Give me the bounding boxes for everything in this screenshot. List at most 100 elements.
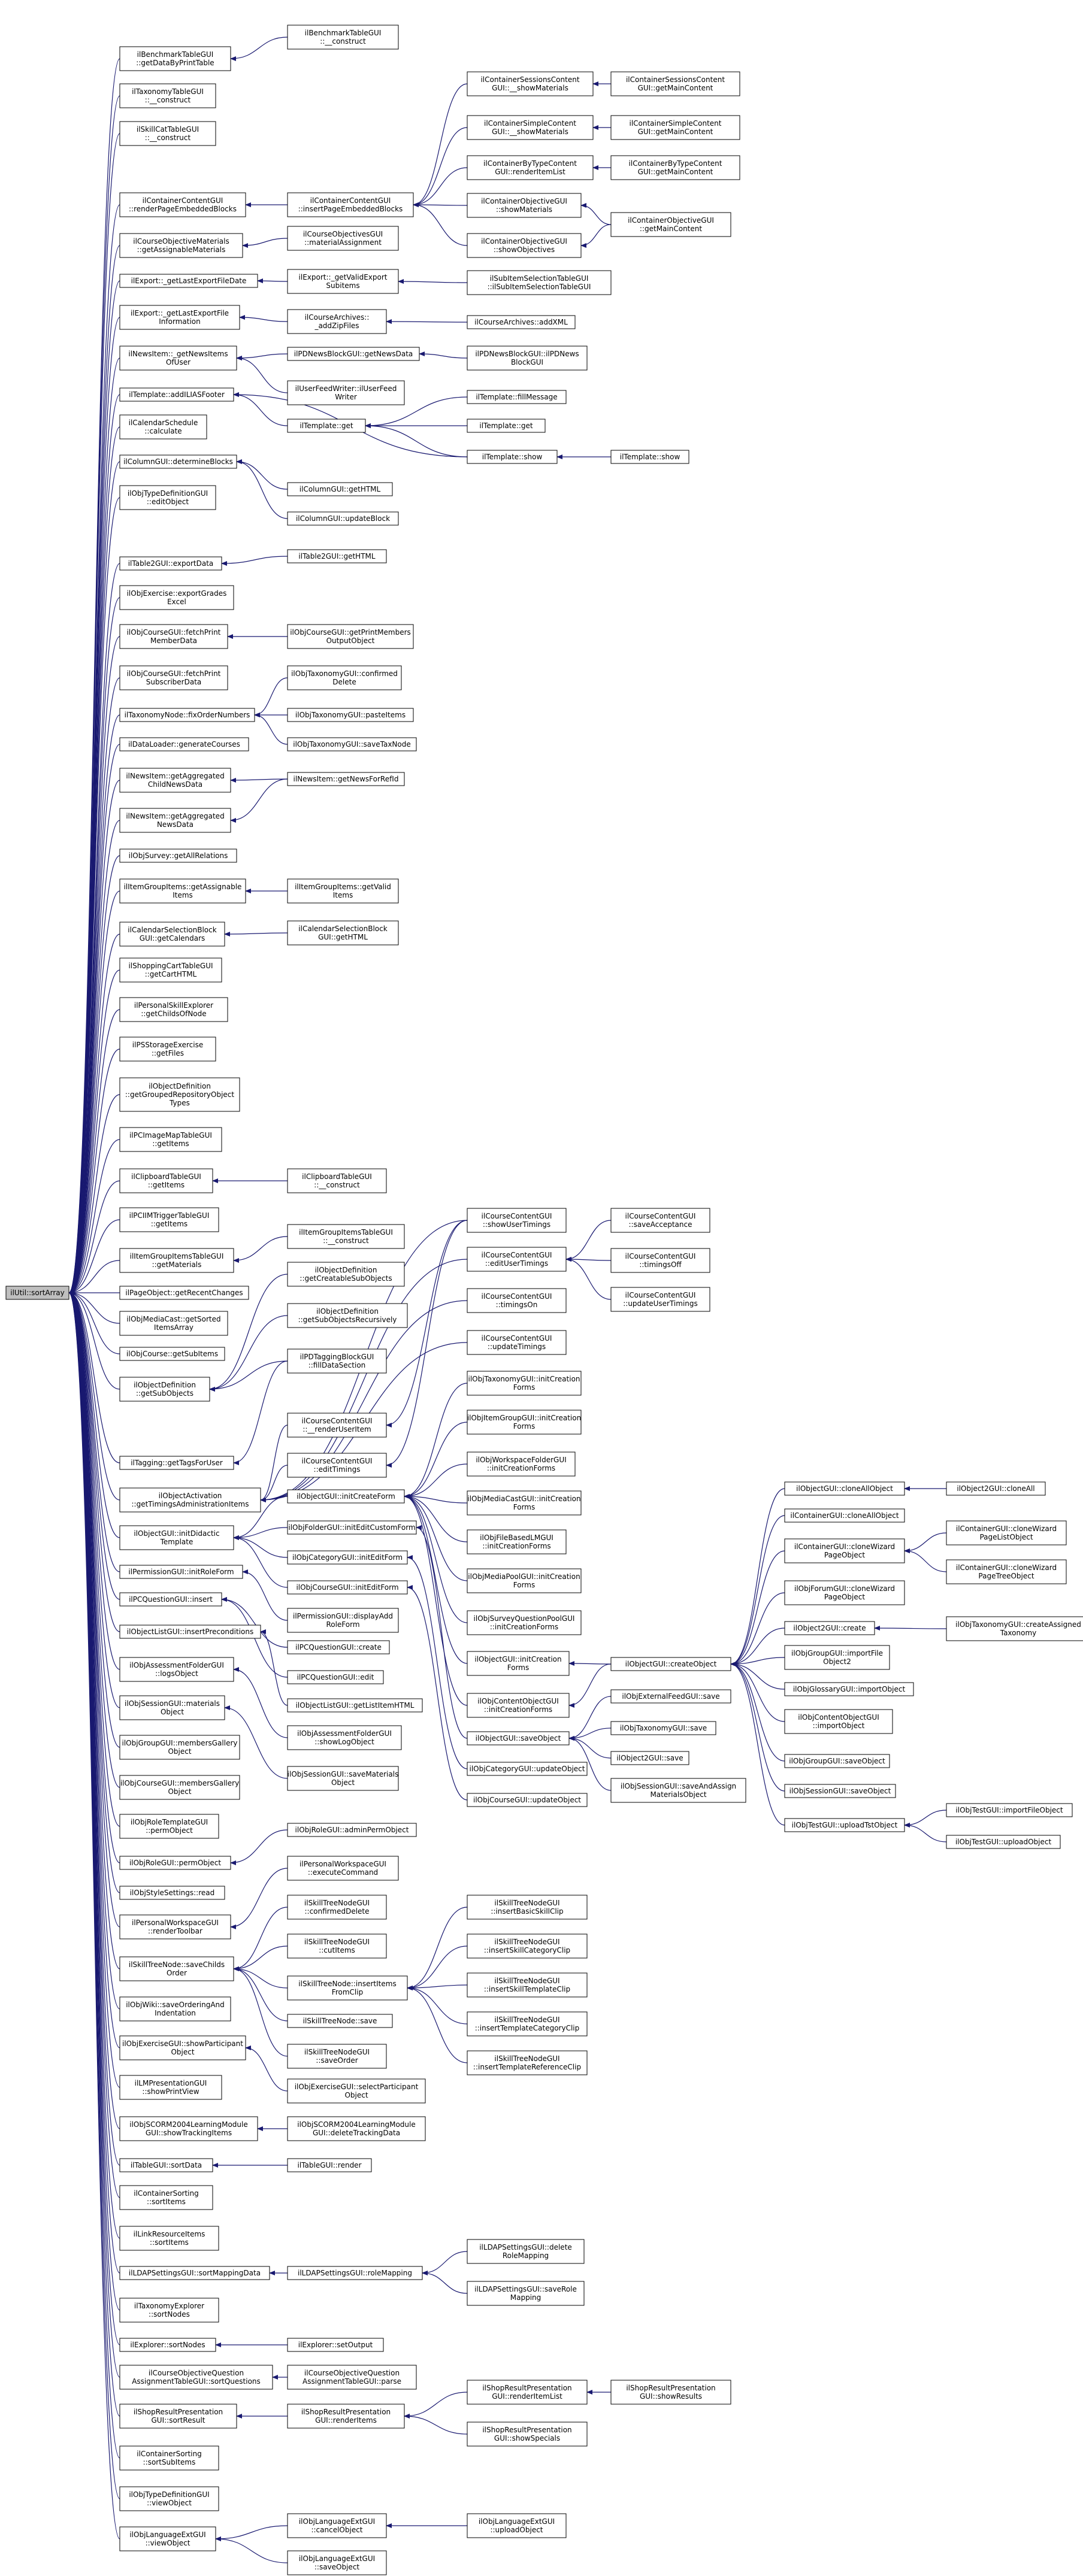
node-iluserfeedwriter-iluserfeedwriter[interactable]: ilUserFeedWriter::ilUserFeedWriter [287,380,405,405]
node-iltemplate-get[interactable]: ilTemplate::get [287,419,366,433]
node-ilobjlanguageextgui-cancelobject[interactable]: ilObjLanguageExtGUI::cancelObject [287,2513,387,2538]
node-ilcoursearchives-addxml[interactable]: ilCourseArchives::addXML [467,315,576,329]
node-ilobjtaxonomygui-pasteitems[interactable]: ilObjTaxonomyGUI::pasteItems [287,708,414,722]
node-ilpermissiongui-initroleform[interactable]: ilPermissionGUI::initRoleForm [119,1565,243,1579]
node-illdapsettingsgui-sortmappingdata[interactable]: ilLDAPSettingsGUI::sortMappingData [119,2266,270,2280]
node-ilclipboardtablegui-construct[interactable]: ilClipboardTableGUI::__construct [287,1168,387,1193]
node-iltaxonomyexplorer-sortnodes[interactable]: ilTaxonomyExplorer::sortNodes [119,2298,219,2323]
node-ilshoppingcarttablegui-getcarthtml[interactable]: ilShoppingCartTableGUI::getCartHTML [119,957,222,983]
node-ilskilltreenodegui-saveorder[interactable]: ilSkillTreeNodeGUI::saveOrder [287,2044,387,2069]
node-ilcourseobjectivematerials-getassignablematerials[interactable]: ilCourseObjectiveMaterials::getAssignabl… [119,233,243,258]
node-ilcoursecontentgui-timingsoff[interactable]: ilCourseContentGUI::timingsOff [610,1248,710,1273]
node-ilcolumngui-determineblocks[interactable]: ilColumnGUI::determineBlocks [119,454,237,469]
node-ilcontainergui-clonewizardpagetreeobject[interactable]: ilContainerGUI::cloneWizardPageTreeObjec… [946,1559,1067,1584]
node-ilshopresultpresentationgui-showspecials[interactable]: ilShopResultPresentationGUI::showSpecial… [467,2422,588,2447]
node-ilcontainersimplecontentgui-showmaterials[interactable]: ilContainerSimpleContentGUI::__showMater… [467,115,594,140]
node-ilobjcourse-getsubitems[interactable]: ilObjCourse::getSubItems [119,1347,225,1361]
node-ilskilltreenodegui-inserttemplatecategoryclip[interactable]: ilSkillTreeNodeGUI::insertTemplateCatego… [467,2011,588,2036]
node-ilobjassessmentfoldergui-showlogobject[interactable]: ilObjAssessmentFolderGUI::showLogObject [287,1725,402,1750]
node-ilobjtaxonomygui-confirmeddelete[interactable]: ilObjTaxonomyGUI::confirmedDelete [287,665,402,690]
node-ilobjectdefinition-getcreatablesubobjects[interactable]: ilObjectDefinition::getCreatableSubObjec… [287,1262,405,1287]
node-ilobjcontentobjectgui-initcreationforms[interactable]: ilObjContentObjectGUI::initCreationForms [467,1693,570,1718]
node-ilcoursecontentgui-saveacceptance[interactable]: ilCourseContentGUI::saveAcceptance [610,1208,710,1233]
node-ilobjgroupgui-saveobject[interactable]: ilObjGroupGUI::saveObject [784,1754,890,1768]
node-ilobjlanguageextgui-viewobject[interactable]: ilObjLanguageExtGUI::viewObject [119,2526,216,2551]
node-ilobjtaxonomygui-initcreationforms[interactable]: ilObjTaxonomyGUI::initCreationForms [467,1371,582,1396]
node-ilcourseobjectivequestionassignmenttablegui-sortquestions[interactable]: ilCourseObjectiveQuestionAssignmentTable… [119,2365,273,2390]
node-ilobjcoursegui-updateobject[interactable]: ilObjCourseGUI::updateObject [467,1793,588,1807]
node-ilpcquestiongui-create[interactable]: ilPCQuestionGUI::create [287,1640,390,1654]
node-ilpersonalskillexplorer-getchildsofnode[interactable]: ilPersonalSkillExplorer::getChildsOfNode [119,997,228,1022]
node-ilobjrolegui-permobject[interactable]: ilObjRoleGUI::permObject [119,1856,231,1870]
node-ilitemgroupitemstablegui-construct[interactable]: ilItemGroupItemsTableGUI::__construct [287,1224,405,1249]
node-ilskilltreenode-save[interactable]: ilSkillTreeNode::save [287,2014,393,2028]
node-ilskillcattablegui-construct[interactable]: ilSkillCatTableGUI::__construct [119,121,216,146]
node-ilclipboardtablegui-getitems[interactable]: ilClipboardTableGUI::getItems [119,1168,213,1193]
node-ilcoursecontentgui-updatetimings[interactable]: ilCourseContentGUI::updateTimings [467,1330,567,1355]
node-ilskilltreenodegui-confirmeddelete[interactable]: ilSkillTreeNodeGUI::confirmedDelete [287,1895,387,1920]
node-ilobjectgui-cloneallobject[interactable]: ilObjectGUI::cloneAllObject [784,1481,905,1496]
node-ilcontainercontentgui-insertpageembeddedblocks[interactable]: ilContainerContentGUI::insertPageEmbedde… [287,192,414,217]
node-ilobjscorm2004learningmodulegui-deletetrackingdata[interactable]: ilObjSCORM2004LearningModuleGUI::deleteT… [287,2116,426,2141]
node-ilobjectlistgui-insertpreconditions[interactable]: ilObjectListGUI::insertPreconditions [119,1625,261,1639]
node-ilobjsessiongui-saveandassignmaterialsobject[interactable]: ilObjSessionGUI::saveAndAssignMaterialsO… [610,1778,746,1803]
node-ilbenchmarktablegui-construct[interactable]: ilBenchmarkTableGUI::__construct [287,25,399,50]
node-ilpcimagemaptablegui-getitems[interactable]: ilPCImageMapTableGUI::getItems [119,1127,222,1152]
node-ilobjexternalfeedgui-save[interactable]: ilObjExternalFeedGUI::save [610,1689,731,1704]
node-ilobjtestgui-uploadobject[interactable]: ilObjTestGUI::uploadObject [946,1835,1061,1849]
node-illinkresourceitems-sortitems[interactable]: ilLinkResourceItems::sortItems [119,2226,219,2251]
node-ilpdnewsblockgui-ilpdnewsblockgui[interactable]: ilPDNewsBlockGUI::ilPDNewsBlockGUI [467,346,588,371]
node-ilobjectgui-initcreationforms[interactable]: ilObjectGUI::initCreationForms [467,1651,570,1676]
node-ilcalendarschedule-calculate[interactable]: ilCalendarSchedule::calculate [119,414,207,440]
node-ilcontainerbytypecontentgui-renderitemlist[interactable]: ilContainerByTypeContentGUI::renderItemL… [467,155,594,180]
node-ilobjtaxonomygui-savetaxnode[interactable]: ilObjTaxonomyGUI::saveTaxNode [287,737,417,751]
root-node-ilutil-sortarray[interactable]: ilUtil::sortArray [5,1286,69,1300]
node-ilcolumngui-gethtml[interactable]: ilColumnGUI::getHTML [287,482,393,496]
node-ilcoursecontentgui-timingson[interactable]: ilCourseContentGUI::timingsOn [467,1288,567,1313]
node-ilobjlanguageextgui-uploadobject[interactable]: ilObjLanguageExtGUI::uploadObject [467,2513,567,2538]
node-ilobjlanguageextgui-saveobject[interactable]: ilObjLanguageExtGUI::saveObject [287,2550,387,2575]
node-ilobjworkspacefoldergui-initcreationforms[interactable]: ilObjWorkspaceFolderGUI::initCreationFor… [467,1451,576,1477]
node-ilbenchmarktablegui-getdatabyprinttable[interactable]: ilBenchmarkTableGUI::getDataByPrintTable [119,46,231,71]
node-ilobjrolegui-adminpermobject[interactable]: ilObjRoleGUI::adminPermObject [287,1823,417,1837]
node-ilcontainersessionscontentgui-getmaincontent[interactable]: ilContainerSessionsContentGUI::getMainCo… [610,71,740,96]
node-iltagging-gettagsforuser[interactable]: ilTagging::getTagsForUser [119,1456,234,1470]
node-ilcontainerobjectivegui-getmaincontent[interactable]: ilContainerObjectiveGUI::getMainContent [610,212,731,237]
node-ilobjfoldergui-initeditcustomform[interactable]: ilObjFolderGUI::initEditCustomForm [287,1520,417,1535]
node-iltable2gui-gethtml[interactable]: ilTable2GUI::getHTML [287,549,387,563]
node-ilobjtypedefinitiongui-viewobject[interactable]: ilObjTypeDefinitionGUI::viewObject [119,2486,219,2511]
node-ilpdnewsblockgui-getnewsdata[interactable]: ilPDNewsBlockGUI::getNewsData [287,347,420,361]
node-illmpresentationgui-showprintview[interactable]: ilLMPresentationGUI::showPrintView [119,2075,222,2100]
node-ilobjassessmentfoldergui-logsobject[interactable]: ilObjAssessmentFolderGUI::logsObject [119,1657,234,1682]
node-ilexport-getlastexportfiledate[interactable]: ilExport::_getLastExportFileDate [119,274,258,288]
node-ilobjroletemplategui-permobject[interactable]: ilObjRoleTemplateGUI::permObject [119,1814,219,1839]
node-iltablegui-sortdata[interactable]: ilTableGUI::sortData [119,2158,213,2172]
node-ilcontainerbytypecontentgui-getmaincontent[interactable]: ilContainerByTypeContentGUI::getMainCont… [610,155,740,180]
node-illdapsettingsgui-rolemapping[interactable]: ilLDAPSettingsGUI::roleMapping [287,2266,423,2280]
node-ilpciimtriggertablegui-getitems[interactable]: ilPCIIMTriggerTableGUI::getItems [119,1207,219,1232]
node-ilobject2gui-cloneall[interactable]: ilObject2GUI::cloneAll [946,1481,1046,1496]
node-ilcontainerobjectivegui-showmaterials[interactable]: ilContainerObjectiveGUI::showMaterials [467,193,582,218]
node-ilcoursecontentgui-edittimings[interactable]: ilCourseContentGUI::editTimings [287,1453,387,1478]
node-ilcontainersorting-sortsubitems[interactable]: ilContainerSorting::sortSubItems [119,2445,219,2471]
node-ilsubitemselectiontablegui-ilsubitemselectiontablegui[interactable]: ilSubItemSelectionTableGUI::ilSubItemSel… [467,270,612,295]
